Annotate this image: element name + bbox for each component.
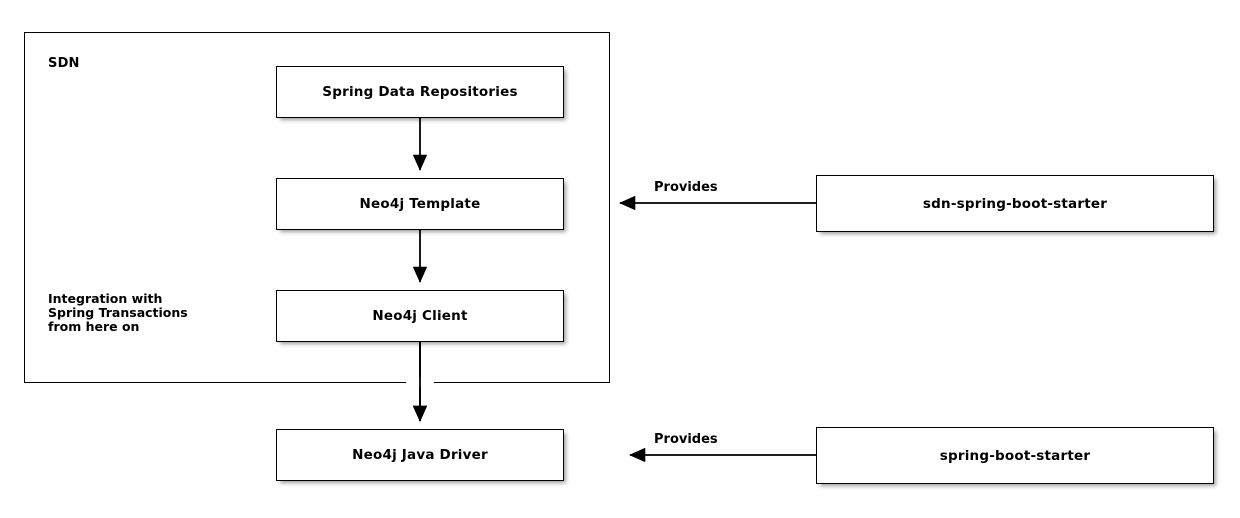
node-neo4j-client[interactable]: Neo4j Client — [276, 290, 564, 342]
boundary-crossing-gap — [406, 377, 434, 387]
node-label: Neo4j Client — [372, 308, 468, 324]
edge-label-provides-top: Provides — [654, 180, 718, 195]
node-spring-data-repositories[interactable]: Spring Data Repositories — [276, 66, 564, 118]
sdn-boundary-label: SDN — [48, 56, 80, 71]
node-label: sdn-spring-boot-starter — [922, 195, 1108, 212]
edge-label-provides-bottom: Provides — [654, 432, 718, 447]
node-label: Neo4j Java Driver — [352, 447, 488, 463]
node-neo4j-template[interactable]: Neo4j Template — [276, 178, 564, 230]
node-neo4j-java-driver[interactable]: Neo4j Java Driver — [276, 429, 564, 481]
transactions-note: Integration with Spring Transactions fro… — [48, 291, 188, 334]
node-label: spring-boot-starter — [939, 447, 1091, 464]
node-label: Spring Data Repositories — [322, 84, 518, 100]
node-sdn-spring-boot-starter[interactable]: sdn-spring-boot-starter — [816, 175, 1214, 232]
node-label: Neo4j Template — [359, 196, 481, 212]
node-spring-boot-starter[interactable]: spring-boot-starter — [816, 427, 1214, 484]
sdn-boundary-container — [24, 32, 610, 383]
